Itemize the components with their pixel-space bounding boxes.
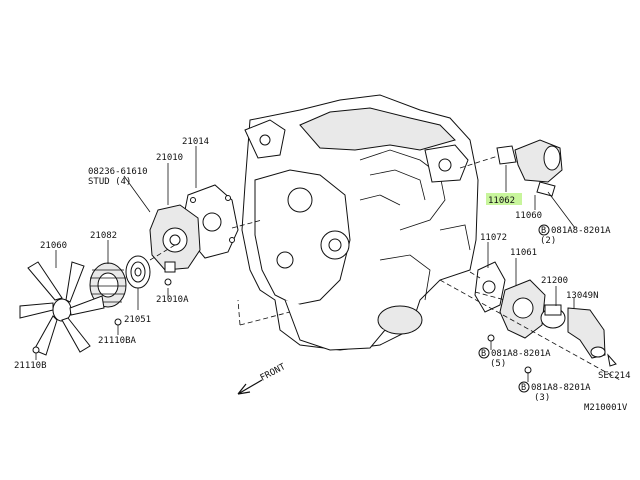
label-13049N: 13049N	[566, 291, 599, 301]
diagram-id: M210001V	[584, 403, 628, 413]
label-21010A: 21010A	[156, 295, 189, 305]
engine-block	[241, 94, 479, 351]
label-11060: 11060	[515, 211, 542, 221]
bolt-symbol-icon: B	[481, 349, 486, 359]
label-081A8-bot: 081A8-8201A	[531, 383, 591, 393]
bolt-symbol-icon: B	[541, 226, 546, 236]
thermostat	[540, 304, 566, 329]
label-qty-top: (2)	[540, 236, 556, 246]
label-21110BA: 21110BA	[98, 336, 137, 346]
cooling-fan	[19, 261, 105, 356]
gasket-11072	[474, 261, 506, 313]
label-stud: STUD (4)	[88, 177, 131, 187]
highlight-11062	[486, 193, 522, 205]
bolt-callout-bot: B 081A8-8201A (3)	[518, 381, 591, 403]
leader-lines	[35, 146, 576, 382]
label-qty-mid: (5)	[490, 359, 506, 369]
bolt-callout-mid: B 081A8-8201A (5)	[478, 347, 551, 369]
label-11072: 11072	[480, 233, 507, 243]
bolt-callout-top: B 081A8-8201A (2)	[538, 224, 611, 246]
water-inlet	[567, 307, 617, 367]
label-21010: 21010	[156, 153, 183, 163]
label-21082: 21082	[90, 231, 117, 241]
label-11061: 11061	[510, 248, 537, 258]
label-21051: 21051	[124, 315, 151, 325]
label-21060: 21060	[40, 241, 67, 251]
label-21110B: 21110B	[14, 361, 47, 371]
water-pump	[149, 204, 201, 273]
bolts	[32, 184, 550, 374]
assembly-lines	[149, 155, 621, 381]
water-pump-pulley	[125, 255, 151, 289]
label-front: FRONT	[259, 362, 288, 384]
label-081A8-top: 081A8-8201A	[551, 226, 611, 236]
water-outlet-11060	[496, 139, 563, 197]
bolt-symbol-icon: B	[521, 383, 526, 393]
label-21014: 21014	[182, 137, 209, 147]
fan-coupling	[89, 262, 127, 308]
label-sec214: SEC214	[598, 371, 631, 381]
label-08236-61610: 08236-61610	[88, 167, 148, 177]
front-direction-indicator: FRONT	[237, 362, 288, 395]
front-arrow-icon	[237, 379, 263, 395]
label-11062: 11062	[488, 196, 515, 206]
label-081A8-mid: 081A8-8201A	[491, 349, 551, 359]
label-21200: 21200	[541, 276, 568, 286]
label-qty-bot: (3)	[534, 393, 550, 403]
thermostat-housing	[499, 279, 546, 339]
